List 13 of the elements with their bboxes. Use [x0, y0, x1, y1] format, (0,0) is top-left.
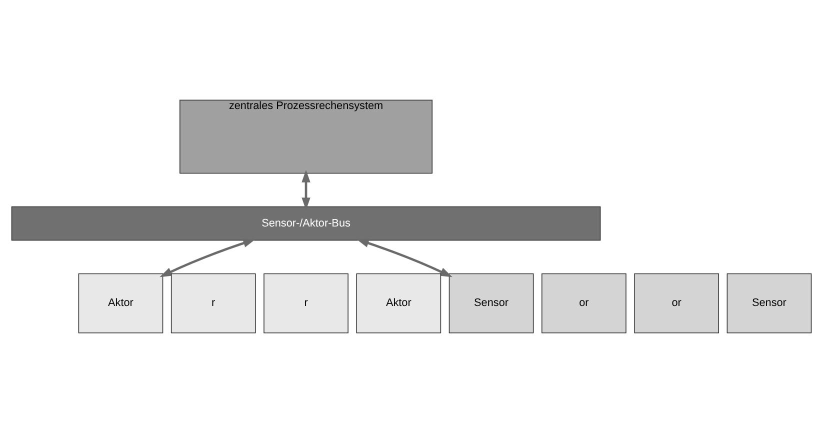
node-box: or — [634, 272, 719, 333]
arrow — [160, 238, 256, 277]
node-box: or — [542, 272, 626, 333]
node-box: Sensor — [448, 272, 534, 333]
node-box: Aktor — [78, 272, 164, 333]
node-box: zentrales Prozessrechensystem — [180, 99, 433, 174]
node-box: r — [170, 272, 256, 333]
arrow — [356, 238, 452, 277]
node-box: Sensor-/Aktor-Bus — [11, 206, 601, 240]
node-box: r — [264, 272, 348, 333]
node-box: Aktor — [356, 272, 442, 333]
node-box: Sensor — [726, 272, 812, 333]
arrow — [302, 169, 310, 210]
